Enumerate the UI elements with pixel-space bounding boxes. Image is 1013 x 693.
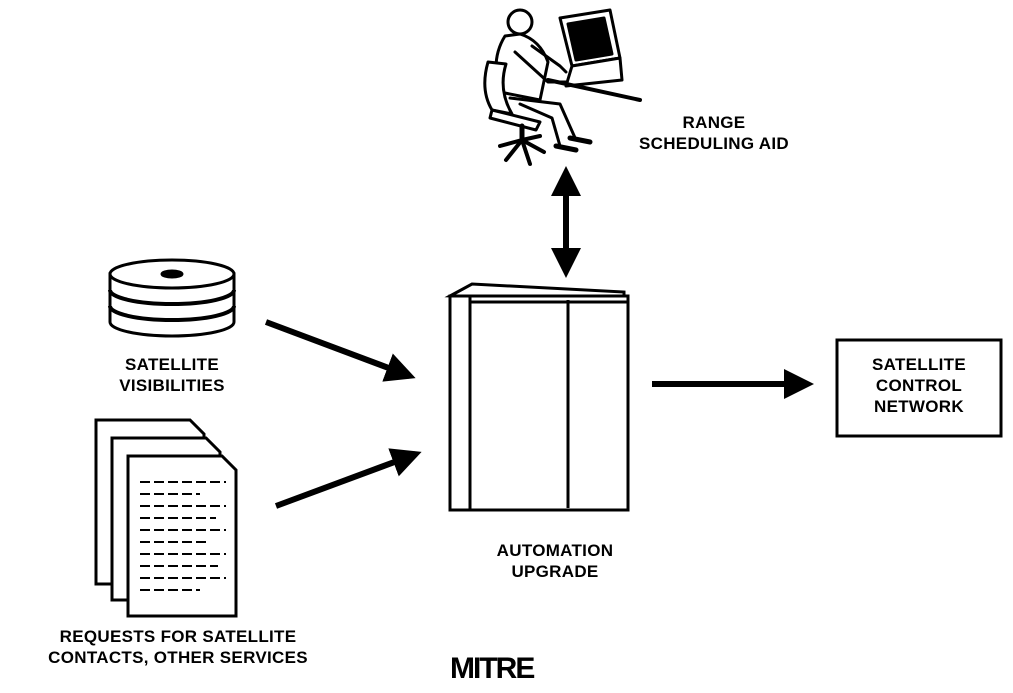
requests-label: REQUESTS FOR SATELLITE CONTACTS, OTHER S…	[18, 626, 338, 668]
requests-line1: REQUESTS FOR SATELLITE	[59, 627, 297, 646]
requests-arrow	[274, 448, 422, 509]
operator-workstation-icon	[483, 8, 642, 166]
disk-stack-icon	[108, 258, 236, 338]
network-line1: SATELLITE	[872, 355, 966, 374]
documents-icon	[94, 418, 238, 618]
requests-line2: CONTACTS, OTHER SERVICES	[48, 648, 308, 667]
automation-line1: AUTOMATION	[496, 541, 614, 560]
network-box	[835, 338, 1003, 438]
computer-cabinet-icon	[444, 282, 630, 512]
satellite-control-network-label: SATELLITE CONTROL NETWORK	[841, 354, 997, 417]
range-line1: RANGE	[682, 113, 746, 132]
visibilities-line2: VISIBILITIES	[119, 376, 225, 395]
automation-line2: UPGRADE	[511, 562, 599, 581]
range-line2: SCHEDULING AID	[639, 134, 789, 153]
range-scheduling-aid-label: RANGE SCHEDULING AID	[634, 112, 794, 154]
satellite-visibilities-label: SATELLITE VISIBILITIES	[92, 354, 252, 396]
automation-upgrade-label: AUTOMATION UPGRADE	[470, 540, 640, 582]
mitre-logo: MITRE	[450, 652, 535, 685]
network-line2: CONTROL	[875, 376, 963, 395]
visibilities-line1: SATELLITE	[125, 355, 219, 374]
network-line3: NETWORK	[874, 397, 964, 416]
visibilities-arrow	[264, 319, 416, 382]
